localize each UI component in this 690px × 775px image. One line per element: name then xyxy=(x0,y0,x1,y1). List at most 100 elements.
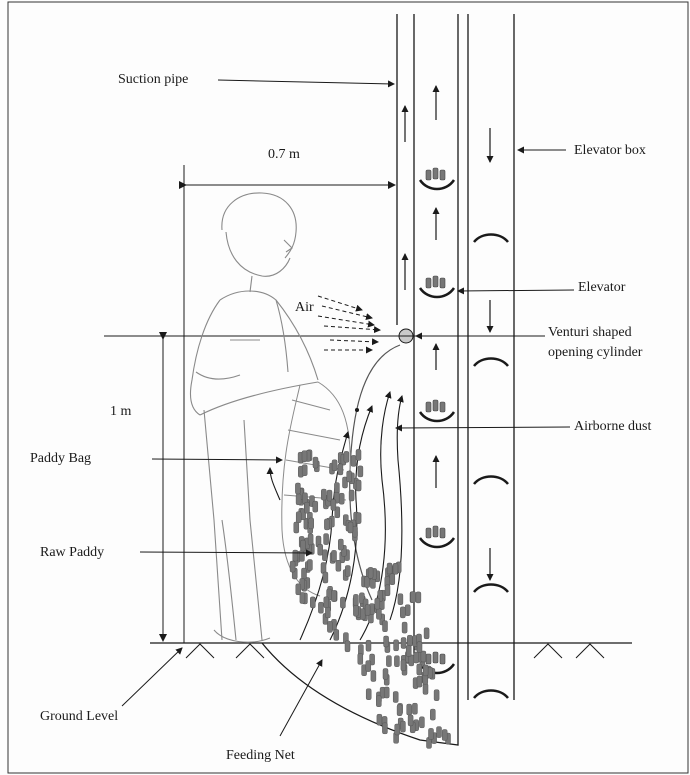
paddy-grain xyxy=(301,540,306,551)
paddy-grain xyxy=(405,605,410,616)
paddy-grain xyxy=(368,567,373,578)
paddy-grain xyxy=(296,512,301,523)
paddy-grain xyxy=(358,653,363,664)
paddy-grain xyxy=(366,689,371,700)
paddy-grain xyxy=(408,715,413,726)
elevator-buckets-loaded xyxy=(420,180,454,673)
paddy-grain xyxy=(313,457,318,468)
paddy-grain xyxy=(332,550,337,561)
paddy-grain xyxy=(424,628,429,639)
paddy-grain xyxy=(394,640,399,651)
label-suction-pipe: Suction pipe xyxy=(118,72,188,88)
paddy-grain xyxy=(375,598,380,609)
paddy-grain xyxy=(365,605,370,616)
paddy-grain xyxy=(385,585,390,596)
paddy-grain xyxy=(407,635,412,646)
paddy-grain xyxy=(325,607,330,618)
paddy-grain xyxy=(394,656,399,667)
paddy-grain xyxy=(416,592,421,603)
paddy-grain xyxy=(434,690,439,701)
paddy-grain xyxy=(353,594,358,605)
label-distance: 0.7 m xyxy=(268,147,300,163)
paddy-grain xyxy=(295,483,300,494)
paddy-grain xyxy=(417,664,422,675)
paddy-grain xyxy=(334,629,339,640)
paddy-grain xyxy=(371,671,376,682)
frame-border xyxy=(8,2,688,773)
label-raw-paddy: Raw Paddy xyxy=(40,545,104,561)
paddy-grain xyxy=(376,696,381,707)
paddy-grain xyxy=(383,621,388,632)
height-dimension xyxy=(152,336,175,641)
paddy-grain xyxy=(294,522,299,533)
paddy-grain xyxy=(318,544,323,555)
paddy-grain xyxy=(417,642,422,653)
label-venturi-line1: Venturi shaped xyxy=(548,325,632,341)
label-ground-level: Ground Level xyxy=(40,709,118,725)
venturi-hood xyxy=(350,345,400,600)
paddy-grain xyxy=(340,597,345,608)
paddy-grain xyxy=(307,560,312,571)
bucket-grains xyxy=(426,168,445,664)
paddy-grain xyxy=(338,464,343,475)
label-airborne-dust: Airborne dust xyxy=(574,419,651,435)
paddy-grain xyxy=(423,683,428,694)
paddy-grain xyxy=(395,724,400,735)
paddy-grain xyxy=(345,641,350,652)
paddy-grain xyxy=(400,607,405,618)
paddy-grain xyxy=(309,518,314,529)
paddy-grain xyxy=(442,730,447,741)
paddy-grain xyxy=(366,661,371,672)
paddy-grain xyxy=(366,640,371,651)
paddy-grain xyxy=(358,466,363,477)
paddy-grain xyxy=(401,660,406,671)
paddy-grain xyxy=(401,638,406,649)
paddy-grain xyxy=(384,687,389,698)
paddy-grain xyxy=(376,608,381,619)
paddy-grain xyxy=(296,494,301,505)
label-venturi-line2: opening cylinder xyxy=(548,345,642,361)
paddy-grain xyxy=(349,490,354,501)
paddy-grain xyxy=(421,651,426,662)
flow-direction-arrows xyxy=(405,86,490,580)
paddy-grain xyxy=(356,513,361,524)
paddy-grain xyxy=(386,656,391,667)
paddy-grain xyxy=(428,667,433,678)
paddy-grain xyxy=(398,594,403,605)
paddy-grain xyxy=(331,499,336,510)
worker-sketch xyxy=(190,193,318,642)
paddy-grain xyxy=(412,703,417,714)
paddy-grain xyxy=(313,501,318,512)
paddy-grain xyxy=(417,676,422,687)
paddy-grain xyxy=(323,572,328,583)
paddy-grain xyxy=(345,566,350,577)
paddy-grain xyxy=(327,490,332,501)
paddy-grain xyxy=(356,449,361,460)
paddy-grain xyxy=(411,592,416,603)
paddy-grain xyxy=(302,465,307,476)
paddy-grain xyxy=(406,646,411,657)
paddy-grain xyxy=(407,704,412,715)
paddy-grain xyxy=(429,728,434,739)
label-elevator: Elevator xyxy=(578,280,625,296)
paddy-grain xyxy=(382,723,387,734)
paddy-grain xyxy=(293,550,298,561)
width-dimension xyxy=(184,165,395,643)
paddy-grain xyxy=(423,665,428,676)
paddy-grain xyxy=(387,563,392,574)
paddy-grain xyxy=(402,622,407,633)
paddy-grain xyxy=(393,692,398,703)
label-feeding-net: Feeding Net xyxy=(226,748,295,764)
paddy-grain xyxy=(397,705,402,716)
paddy-grain xyxy=(347,471,352,482)
paddy-grain xyxy=(338,539,343,550)
elevator-buckets-empty xyxy=(474,235,508,699)
label-elevator-box: Elevator box xyxy=(574,143,646,159)
paddy-grain xyxy=(302,451,307,462)
paddy-grain xyxy=(302,568,307,579)
paddy-grain xyxy=(290,561,295,572)
paddy-grain xyxy=(437,727,442,738)
paddy-grain xyxy=(430,709,435,720)
paddy-grain xyxy=(384,636,389,647)
